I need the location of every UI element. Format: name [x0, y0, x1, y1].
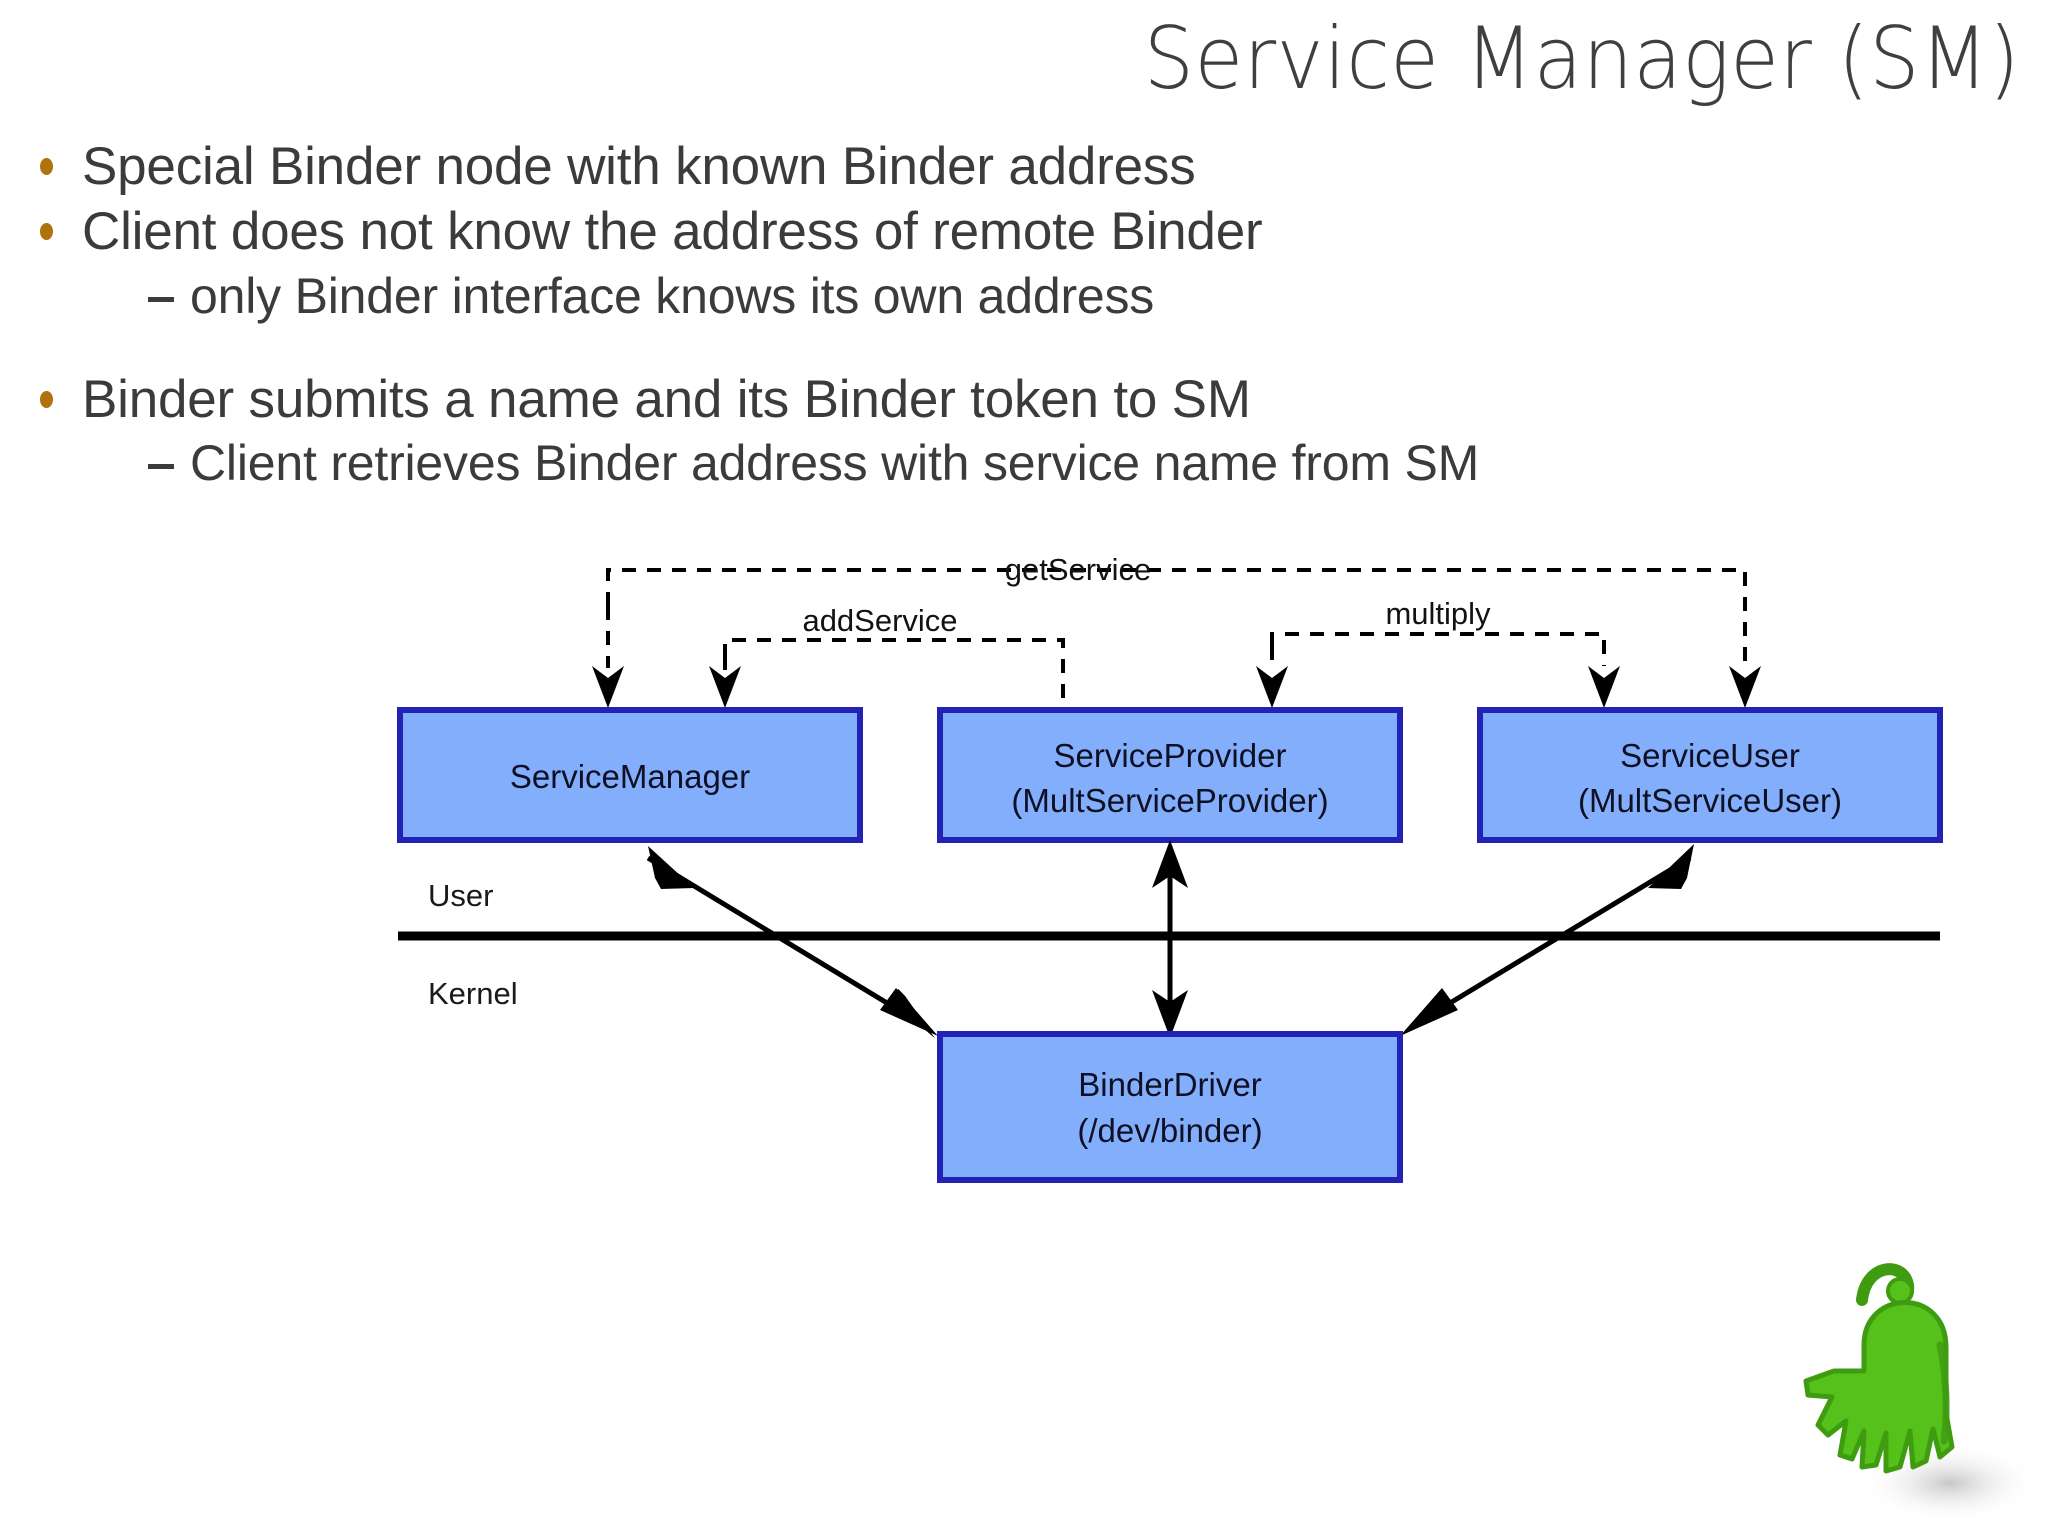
arrow-service-manager-binder	[646, 846, 938, 1039]
arrow-service-user-binder	[1400, 844, 1694, 1036]
layer-label-kernel: Kernel	[428, 976, 518, 1011]
green-mascot-icon	[1800, 1245, 2048, 1535]
box-label-service-provider-line2: (MultServiceProvider)	[1011, 782, 1328, 819]
arrow-label-add-service: addService	[802, 603, 957, 638]
box-service-manager: ServiceManager	[397, 707, 863, 843]
list-item-label: Client retrieves Binder address with ser…	[190, 435, 1480, 492]
page-title: Service Manager (SM)	[1143, 9, 2020, 109]
list-item: Client retrieves Binder address with ser…	[30, 434, 1990, 492]
list-item: Special Binder node with known Binder ad…	[30, 136, 1990, 197]
layer-label-user: User	[428, 878, 493, 913]
box-service-user: ServiceUser (MultServiceUser)	[1477, 707, 1943, 843]
box-label-service-manager: ServiceManager	[510, 758, 750, 795]
bullet-dot-icon	[40, 158, 54, 176]
box-label-binder-driver-line2: (/dev/binder)	[1077, 1112, 1262, 1149]
list-item-label: Binder submits a name and its Binder tok…	[82, 369, 1251, 429]
list-item-label: Client does not know the address of remo…	[82, 202, 1263, 262]
list-item-label: only Binder interface knows its own addr…	[190, 267, 1155, 324]
bullet-list: Special Binder node with known Binder ad…	[30, 136, 1990, 496]
bullet-dot-icon	[40, 390, 54, 409]
list-item: only Binder interface knows its own addr…	[30, 267, 1990, 325]
bullet-dot-icon	[40, 223, 54, 241]
box-label-binder-driver-line1: BinderDriver	[1078, 1066, 1261, 1103]
box-label-service-user-line1: ServiceUser	[1620, 737, 1800, 774]
box-label-service-user-line2: (MultServiceUser)	[1578, 782, 1842, 819]
list-item: Binder submits a name and its Binder tok…	[30, 369, 1990, 430]
list-spacer	[30, 329, 1990, 369]
box-binder-driver: BinderDriver (/dev/binder)	[937, 1031, 1403, 1183]
arrow-label-get-service: getService	[1005, 552, 1151, 587]
binder-architecture-diagram: getService addService multiply ServiceMa…	[0, 548, 2048, 1188]
box-service-provider: ServiceProvider (MultServiceProvider)	[937, 707, 1403, 843]
bullet-dash-icon	[148, 296, 174, 302]
list-item: Client does not know the address of remo…	[30, 201, 1990, 262]
arrow-service-provider-binder	[1152, 840, 1188, 1038]
bullet-dash-icon	[148, 464, 174, 470]
list-item-label: Special Binder node with known Binder ad…	[82, 137, 1196, 196]
box-label-service-provider-line1: ServiceProvider	[1054, 737, 1287, 774]
arrow-label-multiply: multiply	[1385, 596, 1491, 631]
